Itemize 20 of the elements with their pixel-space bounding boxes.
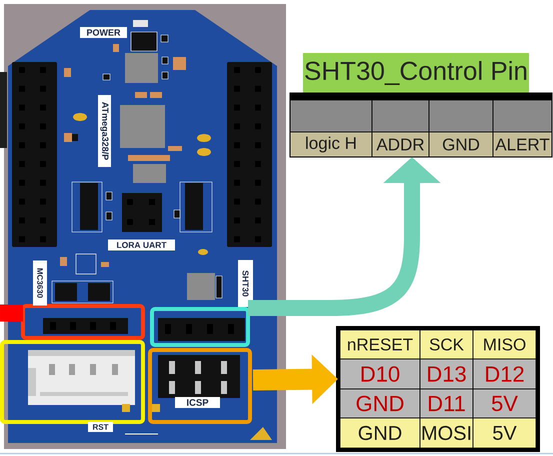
table-title: SHT30_Control Pin xyxy=(303,53,529,93)
table-cell: GND xyxy=(340,388,420,418)
table-cell: GND xyxy=(428,132,494,158)
table-cell: D13 xyxy=(420,358,474,390)
table-cell: logic H xyxy=(290,132,372,158)
connector-bar xyxy=(0,304,23,322)
table-cell: nRESET xyxy=(340,330,420,360)
table-cell: 5V xyxy=(472,418,536,448)
table-cell: D11 xyxy=(420,388,474,418)
table-cell: ALERT xyxy=(492,132,552,158)
table-cell: ADDR xyxy=(372,132,430,158)
table-cell: MOSI xyxy=(420,418,474,448)
table-cell: D10 xyxy=(340,358,420,390)
table-cell: D12 xyxy=(472,358,536,390)
table-cell: SCK xyxy=(420,330,474,360)
silkscreen-label: ICSP xyxy=(175,397,220,408)
table-cell: 5V xyxy=(472,388,536,418)
table-cell: MISO xyxy=(472,330,536,360)
table-cell: GND xyxy=(340,418,420,448)
silkscreen-label: RST xyxy=(88,422,113,432)
